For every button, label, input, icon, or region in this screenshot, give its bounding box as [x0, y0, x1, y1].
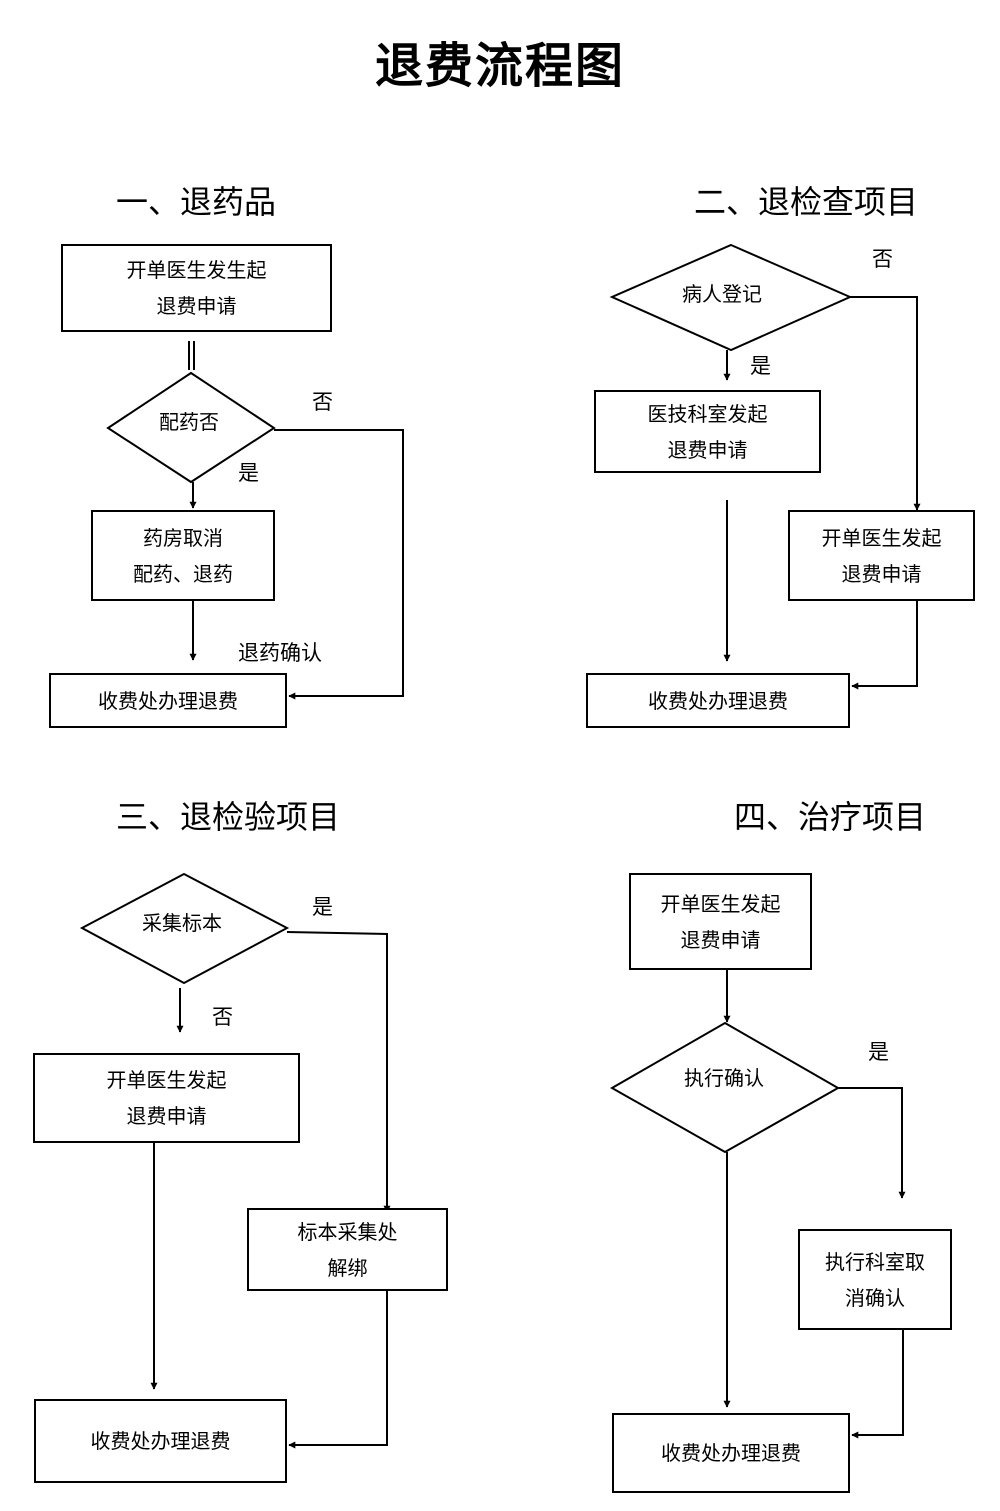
s2-doctor-line1: 开单医生发起 [821, 525, 942, 550]
s2-end-text: 收费处办理退费 [648, 688, 788, 713]
s2-tech-line2: 退费申请 [667, 437, 748, 462]
section-4-heading: 四、治疗项目 [734, 798, 927, 836]
s2-arrow-no-to-doctor [850, 296, 921, 511]
s4-yes-label: 是 [868, 1040, 889, 1064]
s3-decision-diamond [79, 872, 290, 985]
s2-doctor-box: 开单医生发起 退费申请 [788, 510, 975, 601]
s2-tech-box: 医技科室发起 退费申请 [594, 390, 821, 473]
s4-end-text: 收费处办理退费 [661, 1441, 801, 1465]
s2-arrow-doctor-to-end [851, 601, 918, 690]
s4-arrow-cancel-to-end [851, 1330, 904, 1439]
s2-decision-diamond [609, 243, 853, 352]
s4-start-box: 开单医生发起 退费申请 [629, 873, 812, 970]
s4-start-line1: 开单医生发起 [660, 891, 781, 916]
s4-arrow-yes-to-cancel [838, 1087, 906, 1199]
s3-end-text: 收费处办理退费 [90, 1429, 231, 1453]
s2-yes-label: 是 [750, 354, 771, 378]
s3-doctor-line1: 开单医生发起 [106, 1068, 227, 1092]
s1-pharmacy-box: 药房取消 配药、退药 [91, 510, 275, 601]
s4-decision-diamond [609, 1021, 841, 1154]
s3-arrow-unbind-to-end [288, 1290, 388, 1449]
s1-arrow-no-to-end [274, 429, 404, 700]
s1-confirm-label: 退药确认 [238, 641, 322, 665]
s3-doctor-line2: 退费申请 [126, 1104, 207, 1128]
s1-decision-diamond [106, 371, 276, 484]
s2-no-label: 否 [872, 247, 893, 271]
s3-decision-label: 采集标本 [142, 911, 222, 935]
s4-cancel-box: 执行科室取 消确认 [798, 1229, 952, 1330]
s3-unbind-box: 标本采集处 解绑 [247, 1208, 448, 1291]
s1-pharmacy-line1: 药房取消 [143, 525, 223, 550]
s2-end-box: 收费处办理退费 [586, 673, 850, 728]
s4-end-box: 收费处办理退费 [612, 1413, 850, 1493]
s1-decision-label: 配药否 [159, 410, 219, 434]
s4-cancel-line2: 消确认 [845, 1285, 905, 1310]
s3-unbind-line2: 解绑 [327, 1255, 368, 1280]
s1-end-text: 收费处办理退费 [98, 688, 238, 713]
section-1-heading: 一、退药品 [116, 183, 277, 221]
s4-start-line2: 退费申请 [680, 927, 761, 952]
s1-yes-label: 是 [238, 461, 259, 485]
s4-decision-label: 执行确认 [684, 1066, 764, 1090]
s1-end-box: 收费处办理退费 [49, 673, 287, 728]
s3-arrow-yes-to-unbind [286, 931, 391, 1213]
section-2-heading: 二、退检查项目 [694, 183, 919, 221]
s4-cancel-line1: 执行科室取 [825, 1249, 925, 1274]
s3-doctor-box: 开单医生发起 退费申请 [33, 1053, 300, 1143]
s3-end-box: 收费处办理退费 [34, 1399, 287, 1483]
s3-no-label: 否 [212, 1005, 233, 1029]
page-title: 退费流程图 [374, 38, 625, 94]
section-3-heading: 三、退检验项目 [116, 798, 341, 836]
s2-tech-line1: 医技科室发起 [647, 401, 768, 426]
s3-unbind-line1: 标本采集处 [297, 1219, 398, 1244]
s1-start-line1: 开单医生发生起 [126, 258, 267, 282]
s2-decision-label: 病人登记 [682, 282, 762, 306]
s1-start-box: 开单医生发生起 退费申请 [61, 244, 332, 332]
s1-pharmacy-line2: 配药、退药 [133, 561, 233, 586]
s2-doctor-line2: 退费申请 [841, 561, 922, 586]
s1-start-line2: 退费申请 [156, 294, 237, 318]
s1-no-label: 否 [312, 390, 333, 414]
s3-yes-label: 是 [312, 895, 333, 919]
